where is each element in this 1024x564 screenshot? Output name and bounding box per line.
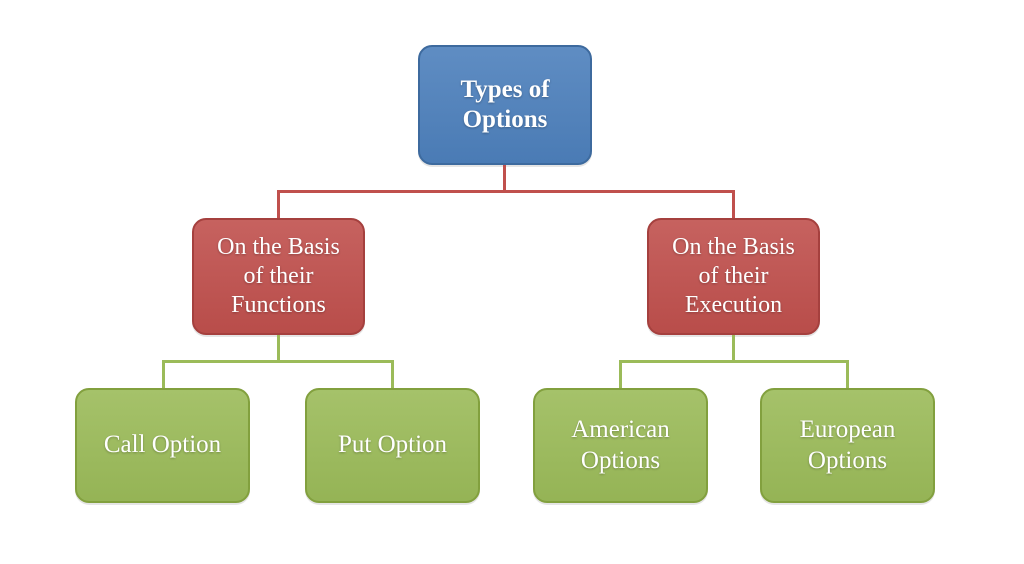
node-types-of-options: Types of Options xyxy=(418,45,592,165)
node-call-option: Call Option xyxy=(75,388,250,503)
connector-green-stem-functions xyxy=(277,335,280,363)
connector-red-stem xyxy=(503,165,506,193)
connector-red-drop-right xyxy=(732,190,735,218)
connector-green-horizontal-execution xyxy=(619,360,849,363)
connector-green-drop-european xyxy=(846,360,849,388)
connector-red-drop-left xyxy=(277,190,280,218)
connector-green-drop-call xyxy=(162,360,165,388)
node-basis-of-functions: On the Basis of their Functions xyxy=(192,218,365,335)
connector-green-drop-american xyxy=(619,360,622,388)
connector-green-drop-put xyxy=(391,360,394,388)
node-put-option: Put Option xyxy=(305,388,480,503)
node-european-options: European Options xyxy=(760,388,935,503)
connector-green-stem-execution xyxy=(732,335,735,363)
node-basis-of-execution: On the Basis of their Execution xyxy=(647,218,820,335)
connector-green-horizontal-functions xyxy=(162,360,394,363)
node-american-options: American Options xyxy=(533,388,708,503)
connector-red-horizontal xyxy=(277,190,735,193)
